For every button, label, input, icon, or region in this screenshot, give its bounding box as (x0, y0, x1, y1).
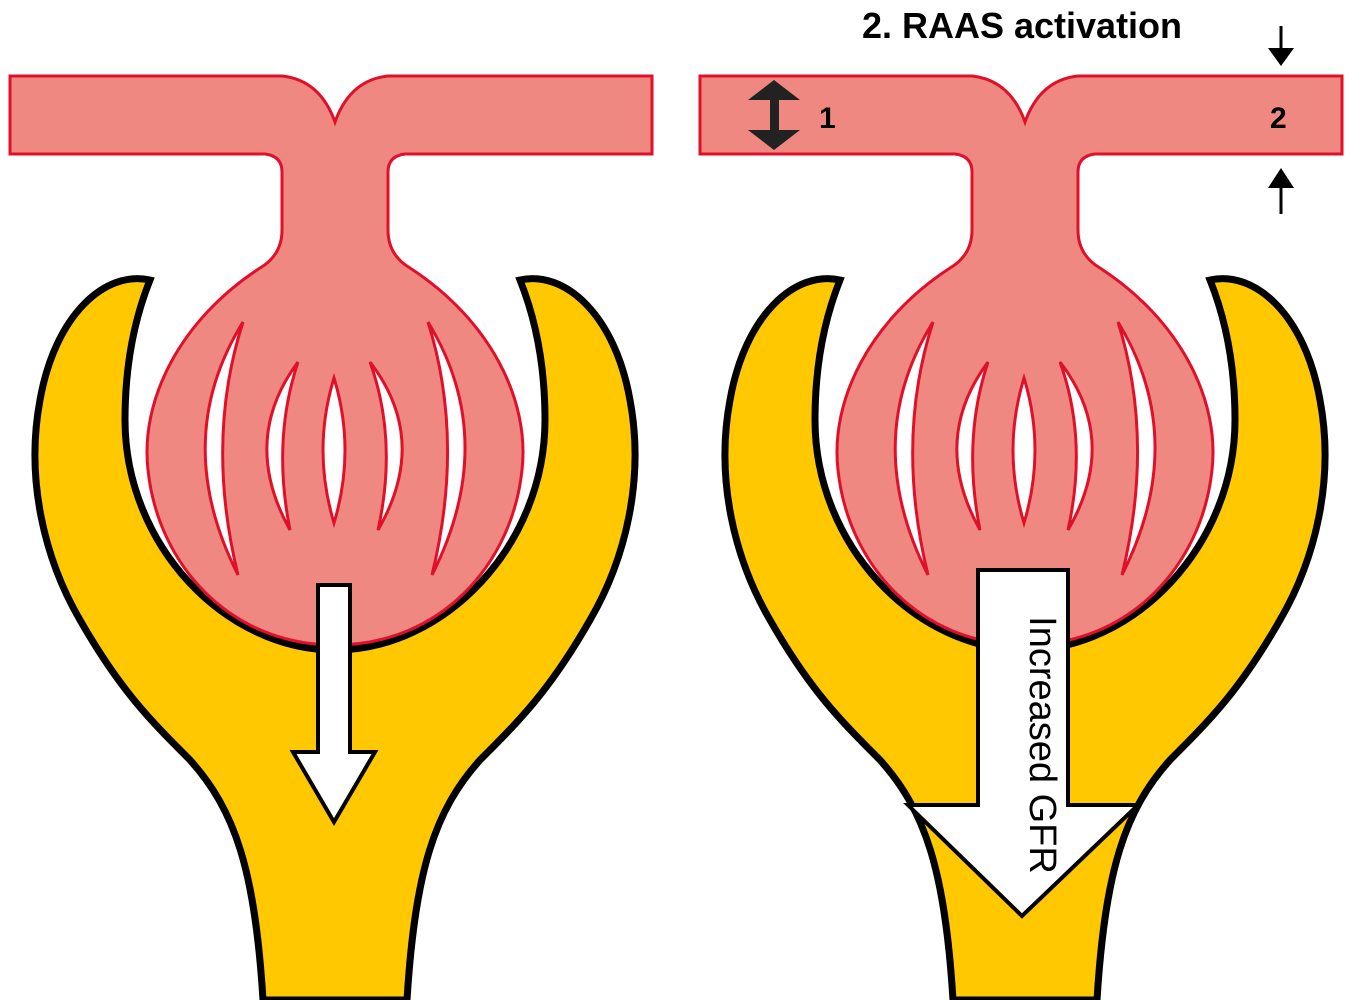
gfr-arrow-label: Increased GFR (1021, 616, 1063, 874)
left-glomerulus (10, 76, 652, 1000)
diagram-title: 2. RAAS activation (862, 5, 1182, 46)
right-panel: Increased GFR 1 2 (700, 26, 1342, 1000)
marker-label-2: 2 (1270, 102, 1287, 135)
left-panel (10, 76, 652, 1000)
marker-label-1: 1 (819, 102, 836, 135)
